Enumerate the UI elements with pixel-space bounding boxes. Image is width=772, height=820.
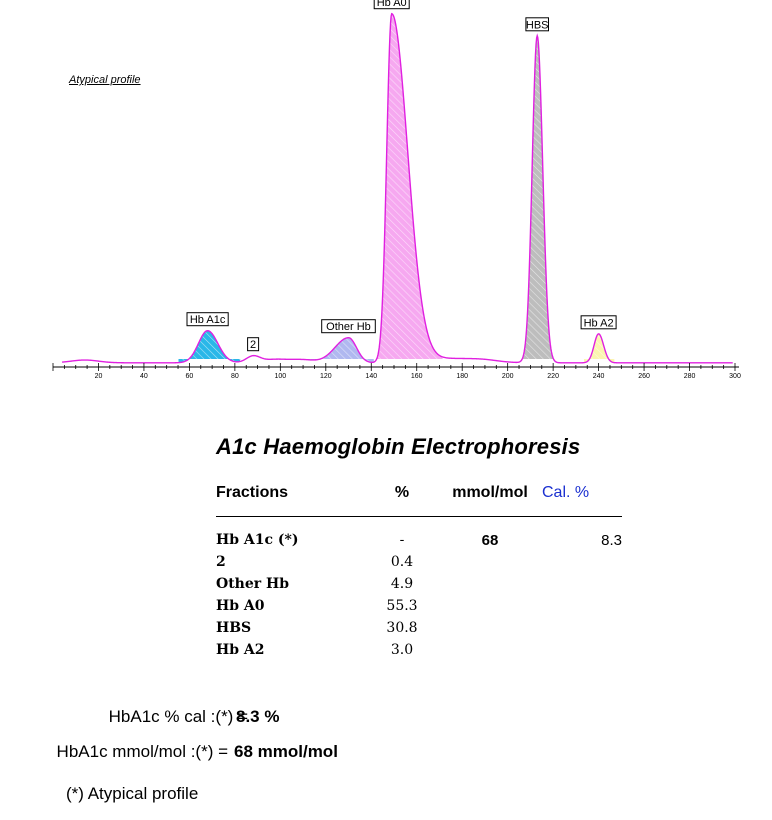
table-row: Hb A0 55.3 xyxy=(216,595,622,617)
report-title: A1c Haemoglobin Electrophoresis xyxy=(216,434,581,459)
peak-label-hb-a2: Hb A2 xyxy=(580,315,617,330)
peak-label-2: 2 xyxy=(247,337,260,352)
fraction-cal xyxy=(542,595,622,617)
peak-label-text: Hb A2 xyxy=(584,317,614,329)
fraction-mmol xyxy=(438,551,542,573)
fraction-mmol xyxy=(438,595,542,617)
fraction-name: Hb A2 xyxy=(216,642,265,658)
peak-label-text: HBS xyxy=(526,19,549,31)
x-tick-label: 160 xyxy=(411,373,423,380)
peak-label-text: Hb A0 xyxy=(377,0,407,9)
x-tick-label: 180 xyxy=(456,373,468,380)
header-mmol: mmol/mol xyxy=(438,484,542,517)
fraction-cal: 8.3 xyxy=(601,531,622,549)
x-tick-label: 140 xyxy=(365,373,377,380)
peak-label-text: Hb A1c xyxy=(190,314,226,326)
peak-label-text: 2 xyxy=(250,339,256,351)
header-cal-percent: Cal. % xyxy=(542,484,622,517)
summary-cal-percent-label: HbA1c % cal :(*) = xyxy=(108,707,248,726)
x-tick-label: 40 xyxy=(140,373,148,380)
x-tick-label: 300 xyxy=(729,373,741,380)
x-tick-label: 220 xyxy=(547,373,559,380)
table-header-row: Fractions % mmol/mol Cal. % xyxy=(216,484,622,517)
peak-fill xyxy=(178,330,241,363)
peak-fill xyxy=(521,35,555,361)
peak-label-other-hb: Other Hb xyxy=(321,319,376,334)
atypical-profile-note: Atypical profile xyxy=(69,74,141,86)
x-tick-label: 120 xyxy=(320,373,332,380)
fraction-mmol: 68 xyxy=(481,531,499,549)
table-row: 2 0.4 xyxy=(216,551,622,573)
x-tick-label: 100 xyxy=(274,373,286,380)
x-tick-label: 260 xyxy=(638,373,650,380)
peak-fill xyxy=(584,333,615,363)
peak-label-hb-a0: Hb A0 xyxy=(373,0,410,10)
fraction-mmol xyxy=(438,639,542,661)
peak-fills xyxy=(178,13,615,363)
peak-label-box xyxy=(373,0,410,10)
summary-mmol-label: HbA1c mmol/mol :(*) = xyxy=(56,742,228,761)
x-tick-label: 240 xyxy=(593,373,605,380)
table-row: Other Hb 4.9 xyxy=(216,573,622,595)
fraction-percent: - xyxy=(399,532,405,548)
fraction-mmol xyxy=(438,617,542,639)
x-tick-label: 60 xyxy=(186,373,194,380)
x-axis: 20 40 60 80 100 120 140 160 180 200 220 240 260 280 30… xyxy=(52,363,741,380)
fraction-percent: 4.9 xyxy=(390,576,414,592)
summary-cal-percent-value: 8.3 % xyxy=(236,707,280,726)
peak-label-box xyxy=(580,315,617,330)
peak-label-hb-a1c: Hb A1c xyxy=(186,312,229,327)
fraction-name: Other Hb xyxy=(216,576,290,592)
fraction-percent: 55.3 xyxy=(386,598,418,614)
electrophoresis-curve xyxy=(62,12,733,364)
x-tick-label: 200 xyxy=(502,373,514,380)
peak-label-box xyxy=(525,17,550,32)
peak-fill xyxy=(375,13,443,361)
fraction-cal xyxy=(542,551,622,573)
summary-mmol-value: 68 mmol/mol xyxy=(234,742,338,761)
x-tick-label: 280 xyxy=(684,373,696,380)
fraction-percent: 3.0 xyxy=(390,642,414,658)
header-fractions: Fractions xyxy=(216,484,366,517)
peak-label-box xyxy=(186,312,229,327)
table-row: HBS 30.8 xyxy=(216,617,622,639)
fraction-percent: 0.4 xyxy=(390,554,414,570)
fraction-cal xyxy=(542,617,622,639)
fraction-name: Hb A1c (*) xyxy=(216,532,299,548)
fraction-name: 2 xyxy=(216,554,226,570)
peak-label-hbs: HBS xyxy=(525,17,550,32)
header-percent: % xyxy=(366,484,438,517)
peak-label-box xyxy=(247,337,260,352)
fractions-table: Fractions % mmol/mol Cal. % Hb A1c (*) -… xyxy=(216,484,622,661)
peak-labels: Hb A1c 2 Other Hb Hb A0 HBS Hb A2 xyxy=(186,0,617,352)
footnote: (*) Atypical profile xyxy=(66,784,199,803)
fraction-cal xyxy=(542,573,622,595)
peak-label-box xyxy=(321,319,376,334)
fraction-cal xyxy=(542,639,622,661)
electrophoresis-chart: 20 40 60 80 100 120 140 160 180 200 220 240 260 280 30… xyxy=(52,0,741,380)
x-tick-label: 80 xyxy=(231,373,239,380)
fraction-name: Hb A0 xyxy=(216,598,265,614)
table-row: Hb A2 3.0 xyxy=(216,639,622,661)
x-tick-label: 20 xyxy=(95,373,103,380)
fraction-mmol xyxy=(438,573,542,595)
fraction-name: HBS xyxy=(216,620,252,636)
peak-fill xyxy=(304,337,374,363)
peak-label-text: Other Hb xyxy=(326,321,371,333)
table-row: Hb A1c (*) - 68 8.3 xyxy=(216,517,622,552)
fraction-percent: 30.8 xyxy=(386,620,418,636)
